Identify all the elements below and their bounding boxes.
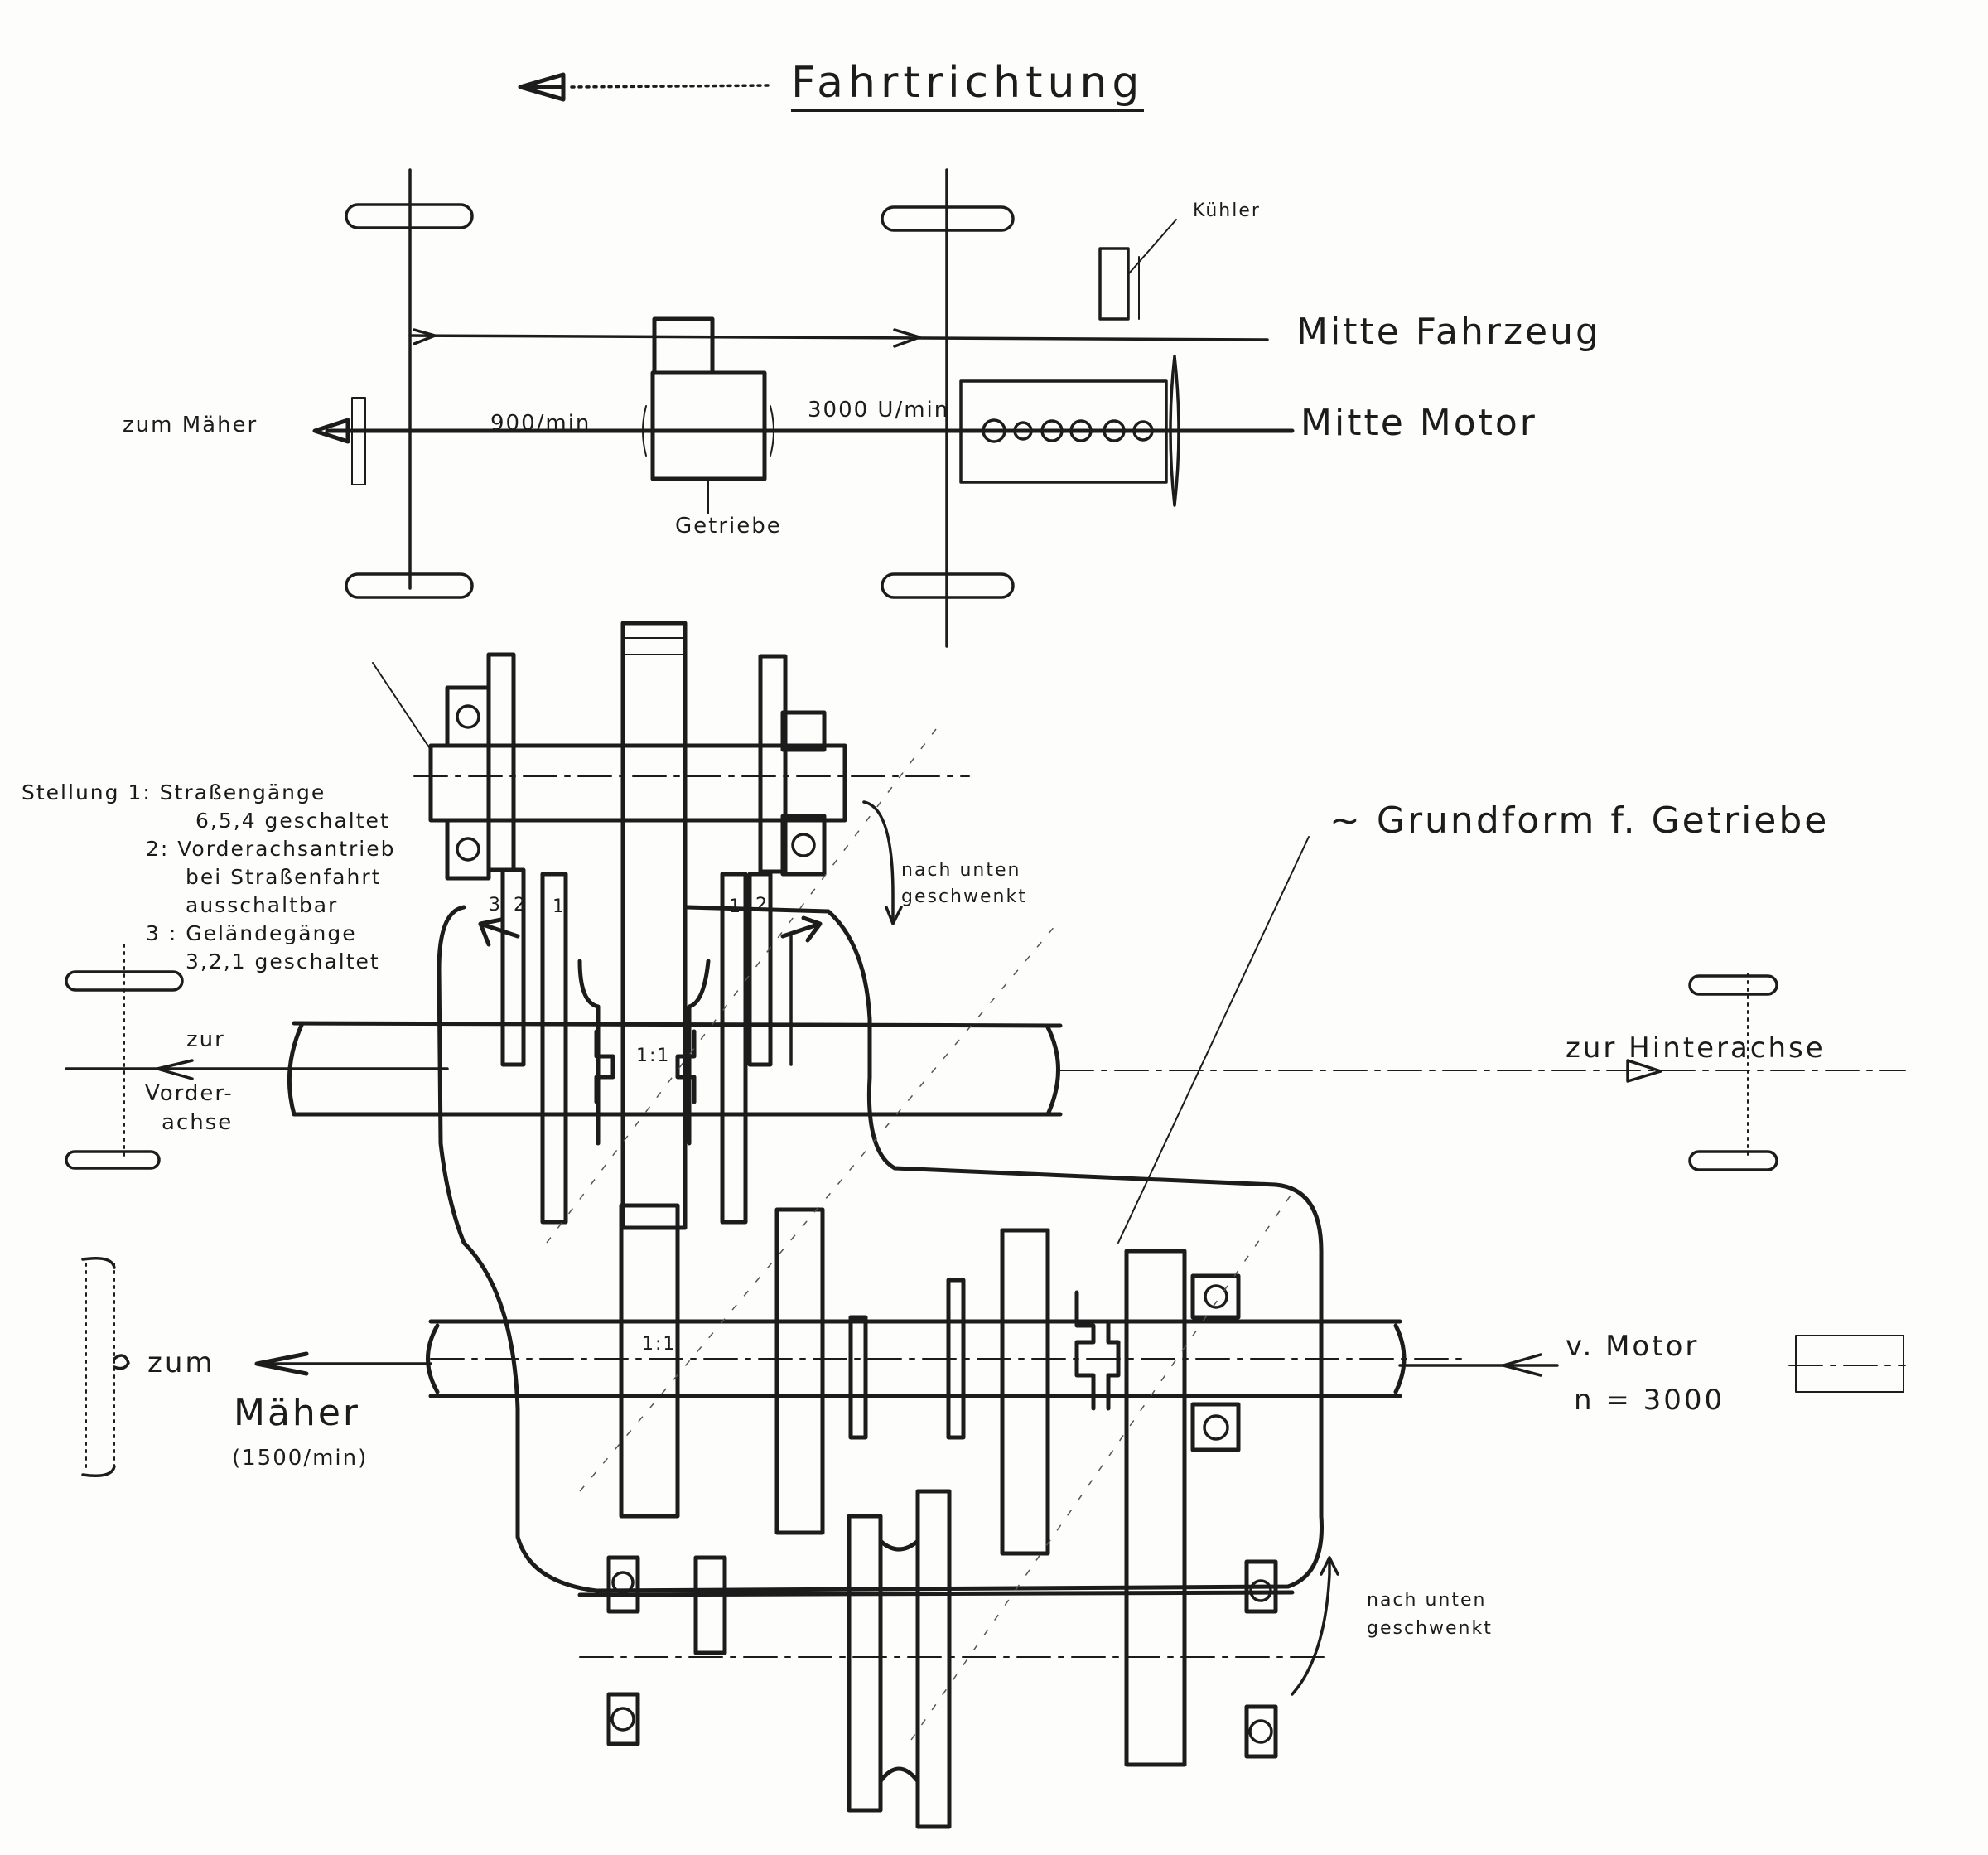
shift-position-3: 3 : Geländegänge 3,2,1 geschaltet: [146, 921, 380, 973]
ratio-upper: 1:1: [636, 1046, 671, 1066]
gearbox-housing: [437, 905, 1324, 1593]
label-radiator: Kühler: [1193, 200, 1261, 221]
gear-mark-right-1: 1: [729, 896, 742, 917]
shift-position-2: 2: Vorderachsantrieb bei Straßenfahrt au…: [146, 837, 396, 917]
upper-shaft: [428, 743, 847, 823]
output-gear: [1124, 1249, 1187, 1767]
gear-mark-right-2: 2: [755, 895, 769, 915]
engine-block: [959, 379, 1168, 484]
label-engine-speed: 3000 U/min: [808, 398, 950, 423]
swivel-note-top: nach unten geschwenkt: [901, 860, 1027, 907]
label-basic-shape: ~ Grundform f. Getriebe: [1329, 799, 1830, 842]
label-to-mower-2: Mäher: [234, 1392, 360, 1434]
wheel-front-bottom: [345, 572, 474, 599]
gear-mark-3: 3: [489, 895, 502, 915]
motor-coupling: [1795, 1335, 1904, 1393]
rear-wheel-top: [1688, 974, 1778, 996]
label-vehicle-center: Mitte Fahrzeug: [1296, 311, 1601, 353]
label-gearbox: Getriebe: [675, 514, 782, 539]
shift-position-notes: Stellung 1: Straßengänge 6,5,4 geschalte…: [22, 779, 395, 976]
label-to-front-axle-1: zur: [186, 1027, 225, 1052]
front-wheel-top: [65, 970, 184, 992]
ratio-lower: 1:1: [642, 1334, 677, 1355]
large-idler-gear: [620, 621, 688, 1230]
direction-arrow-icon: [518, 72, 772, 102]
front-wheel-bottom: [65, 1150, 161, 1170]
wheel-front-top: [345, 203, 474, 229]
gearbox-section: [65, 621, 1906, 1829]
label-to-rear-axle: zur Hinterachse: [1566, 1031, 1826, 1065]
cylinders: [982, 418, 1154, 443]
gear-mark-2: 2: [514, 895, 527, 915]
label-from-motor: v. Motor: [1566, 1330, 1700, 1363]
label-to-mower-top: zum Mäher: [123, 413, 258, 437]
label-to-front-axle-3: achse: [162, 1110, 234, 1135]
label-pto-speed: 900/min: [490, 411, 591, 436]
gearbox-block: [650, 370, 767, 481]
wheel-rear-top: [881, 205, 1015, 232]
gear-mark-1: 1: [552, 896, 566, 917]
title-direction-of-travel: Fahrtrichtung: [791, 58, 1145, 112]
transfer-case: [652, 316, 715, 375]
chassis-top-view: [312, 168, 1295, 648]
vehicle-center-line: [408, 334, 1269, 341]
fan-icon: [1169, 355, 1180, 507]
countershaft-line: [577, 1590, 1295, 1597]
axle-shaft-top: [292, 1021, 1063, 1028]
wheel-rear-bottom: [881, 572, 1015, 599]
shift-position-1: Stellung 1: Straßengänge 6,5,4 geschalte…: [22, 780, 390, 833]
label-to-front-axle-2: Vorder-: [145, 1081, 234, 1106]
rear-wheel-bottom: [1688, 1150, 1778, 1171]
label-mower-speed: (1500/min): [232, 1446, 369, 1471]
mower-pulley: [351, 397, 366, 485]
label-to-mower-1: zum: [147, 1346, 215, 1379]
label-motor-center: Mitte Motor: [1300, 402, 1537, 444]
label-motor-speed: n = 3000: [1574, 1384, 1725, 1417]
swivel-note-bottom: nach unten geschwenkt: [1367, 1590, 1493, 1639]
leader-line: [1117, 836, 1310, 1244]
radiator: [1098, 247, 1130, 321]
